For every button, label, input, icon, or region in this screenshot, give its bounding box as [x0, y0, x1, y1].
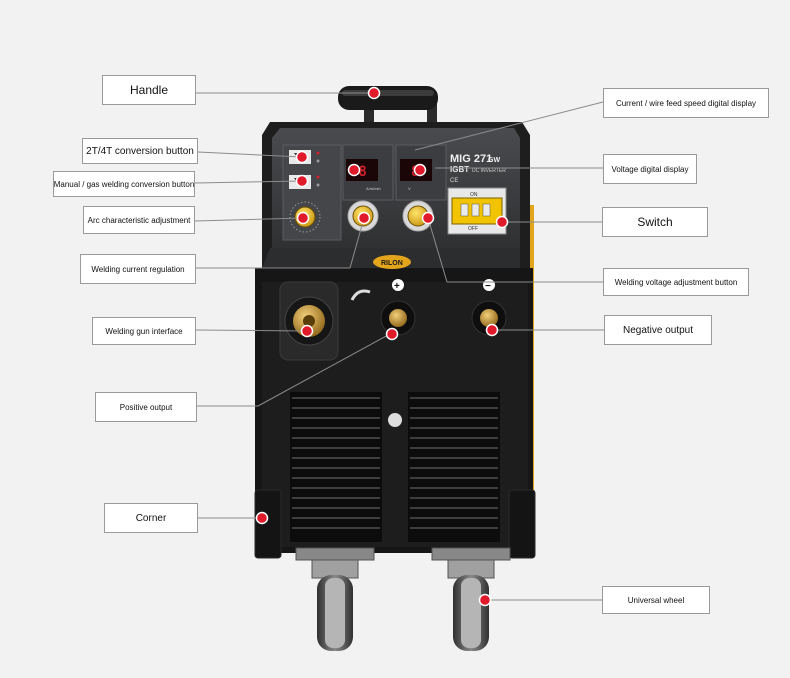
marker-switch — [495, 215, 509, 229]
model-suffix: GW — [488, 157, 500, 164]
callout-voltage-display: Voltage digital display — [603, 154, 697, 184]
marker-manual-gas — [295, 174, 309, 188]
plus-sign: + — [394, 281, 400, 292]
terminals — [380, 279, 507, 336]
voltage-unit-label: V — [408, 186, 411, 191]
current-unit-label: A/m/min — [366, 186, 381, 191]
brand-name: RILON — [381, 260, 403, 267]
corner-guards — [254, 489, 536, 559]
minus-sign: − — [485, 281, 491, 292]
handle-part — [338, 86, 438, 134]
tech-label: IGBT — [450, 165, 469, 174]
marker-positive-output — [385, 327, 399, 341]
callout-universal-wheel: Universal wheel — [602, 586, 710, 614]
callout-current-regulation: Welding current regulation — [80, 254, 196, 284]
callout-positive-output: Positive output — [95, 392, 197, 422]
marker-voltage-display — [413, 163, 427, 177]
marker-current-display — [347, 163, 361, 177]
model-name: MIG 271 — [450, 153, 492, 165]
callout-markers — [255, 86, 509, 607]
machine-text: MIG 271 GW IGBT DC INVERTER CE ON OFF 88… — [350, 153, 506, 292]
cert-label: CE — [450, 178, 458, 184]
marker-current-regulation — [357, 211, 371, 225]
brand-badge — [373, 255, 411, 269]
callout-corner: Corner — [104, 503, 198, 533]
callout-voltage-button: Welding voltage adjustment button — [603, 268, 749, 296]
wheels — [295, 547, 511, 651]
tech-sub-label: DC INVERTER — [472, 168, 506, 174]
marker-universal-wheel — [478, 593, 492, 607]
callout-negative-output: Negative output — [604, 315, 712, 345]
switch-on-label: ON — [470, 192, 478, 198]
ventilation-grilles — [290, 392, 500, 542]
marker-2t4t — [295, 150, 309, 164]
callout-arc-adjustment: Arc characteristic adjustment — [83, 206, 195, 234]
switch-off-label: OFF — [468, 226, 478, 232]
marker-voltage-button — [421, 211, 435, 225]
marker-gun-interface — [300, 324, 314, 338]
gun-interface — [279, 281, 371, 361]
marker-corner — [255, 511, 269, 525]
callout-manual-gas-conversion: Manual / gas welding conversion button — [53, 171, 195, 197]
callout-switch: Switch — [602, 207, 708, 237]
callout-gun-interface: Welding gun interface — [92, 317, 196, 345]
marker-handle — [367, 86, 381, 100]
callout-current-display: Current / wire feed speed digital displa… — [603, 88, 769, 118]
marker-negative-output — [485, 323, 499, 337]
callout-handle: Handle — [102, 75, 196, 105]
leader-lines — [194, 92, 604, 601]
callout-2t4t-conversion: 2T/4T conversion button — [82, 138, 198, 164]
marker-arc-adjust — [296, 211, 310, 225]
